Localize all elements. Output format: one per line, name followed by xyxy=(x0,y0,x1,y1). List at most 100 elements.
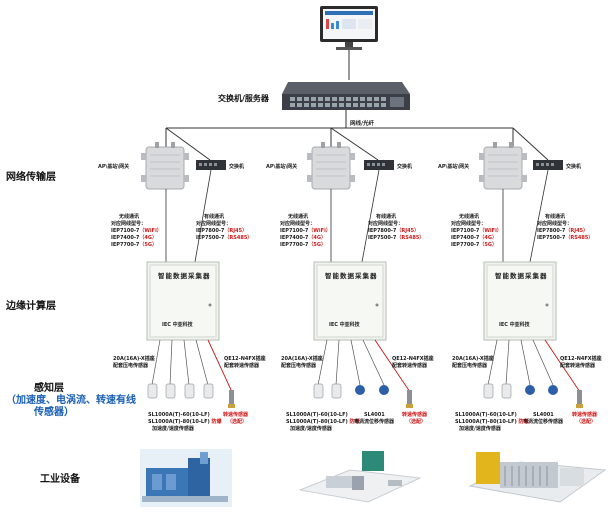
cable-left-label: 20A(16A)-X插座 配套压电传感器 xyxy=(452,356,494,370)
model: IEP7800-7 xyxy=(368,228,397,234)
collector-brand: IEC 中亚科技 xyxy=(162,322,193,328)
cable-left-label: 20A(16A)-X插座 配套压电传感器 xyxy=(281,356,323,370)
model: IEP7400-7 xyxy=(111,235,140,241)
collector-cabinet-icon xyxy=(483,261,557,341)
cable-left-line1: 20A(16A)-X插座 xyxy=(113,356,155,362)
wired-title: 有线通讯 xyxy=(545,214,566,220)
sensor-model-label: SL1000A(T)-60(10-LF) SL1000A(T)-80(10-LF… xyxy=(455,412,529,433)
sensor-type1: 防爆 xyxy=(211,419,222,425)
cable-left-line2: 配套压电传感器 xyxy=(281,363,317,369)
sensor-model1: SL1000A(T)-60(10-LF) xyxy=(286,412,348,418)
collector-cabinet-icon xyxy=(146,261,220,341)
model: IEP7800-7 xyxy=(196,228,225,234)
wireless-sub: 对应网线型号： xyxy=(280,221,316,227)
wireless-model-row: IEP7100-7（WiFi） xyxy=(111,228,162,235)
cable-right-line2: 配套转速传感器 xyxy=(392,363,428,369)
model: IEP7100-7 xyxy=(111,228,140,234)
model-tag: （RS485） xyxy=(396,235,425,241)
cable-left-line2: 配套压电传感器 xyxy=(113,363,149,369)
ap-gateway-icon xyxy=(307,142,355,190)
model-tag: （RJ45） xyxy=(396,228,420,234)
cable-right-line1: QE12-N4FX插座 xyxy=(560,356,602,362)
ap-label: AP\基站\网关 xyxy=(266,164,298,170)
ap-label: AP\基站\网关 xyxy=(438,164,470,170)
switch-label: 交换机 xyxy=(566,164,582,170)
ap-label: AP\基站\网关 xyxy=(98,164,130,170)
wireless-title: 无线通讯 xyxy=(288,214,309,220)
cable-right-line1: QE12-N4FX插座 xyxy=(224,356,266,362)
wired-model-row: IEP7800-7（RJ45） xyxy=(196,228,252,235)
wireless-block: 无线通讯 对应网线型号： IEP7100-7（WiFi） IEP7400-7（4… xyxy=(451,214,502,249)
wired-block: 有线通讯 对应网线型号： IEP7800-7（RJ45） IEP7500-7（R… xyxy=(368,214,424,242)
model: IEP7400-7 xyxy=(280,235,309,241)
wireless-model-row: IEP7100-7（WiFi） xyxy=(451,228,502,235)
wireless-block: 无线通讯 对应网线型号： IEP7100-7（WiFi） IEP7400-7（4… xyxy=(111,214,162,249)
cable-right-line2: 配套转速传感器 xyxy=(224,363,260,369)
wired-sub: 对应网线型号： xyxy=(196,221,232,227)
model-tag: （RJ45） xyxy=(224,228,248,234)
sensor-type2: 加速度/速度传感器 xyxy=(459,426,501,432)
model-tag: （WiFi） xyxy=(308,228,331,234)
layer-network: 网络传输层 xyxy=(6,172,56,183)
collector-brand: IEC 中亚科技 xyxy=(329,322,360,328)
extra-sensor-label: 转速传感器 （选配） xyxy=(402,412,427,426)
sensor-model1: SL1000A(T)-60(10-LF) xyxy=(455,412,517,418)
cable-left-line1: 20A(16A)-X插座 xyxy=(281,356,323,362)
wireless-model-row: IEP7400-7（4G） xyxy=(280,235,331,242)
core-switch-icon xyxy=(282,82,410,110)
collector-cabinet-icon xyxy=(313,261,387,341)
model-tag: （4G） xyxy=(139,235,158,241)
wired-title: 有线通讯 xyxy=(204,214,225,220)
sensor-type1: 防爆 xyxy=(518,419,529,425)
wired-model-row: IEP7800-7（RJ45） xyxy=(368,228,424,235)
eddy-current-sensor-icon xyxy=(355,385,389,395)
wireless-model-row: IEP7400-7（4G） xyxy=(111,235,162,242)
eddy-model: SL4001 xyxy=(364,412,385,418)
model-tag: （RS485） xyxy=(224,235,253,241)
sensor-type1: 防爆 xyxy=(349,419,360,425)
model-tag: （RJ45） xyxy=(565,228,589,234)
sensor-model2: SL1000A(T)-80(10-LF) xyxy=(455,419,517,425)
eddy-model: SL4001 xyxy=(533,412,554,418)
wireless-model-row: IEP7700-7（5G） xyxy=(451,242,502,249)
cable-right-line2: 配套转速传感器 xyxy=(560,363,596,369)
wireless-model-row: IEP7400-7（4G） xyxy=(451,235,502,242)
wired-block: 有线通讯 对应网线型号： IEP7800-7（RJ45） IEP7500-7（R… xyxy=(537,214,593,242)
switch-label: 交换机 xyxy=(397,164,413,170)
speed-sensor-icon xyxy=(406,390,413,408)
model-tag: （RS485） xyxy=(565,235,594,241)
access-switch-icon xyxy=(364,160,394,170)
wireless-title: 无线通讯 xyxy=(459,214,480,220)
cable-right-label: QE12-N4FX插座 配套转速传感器 xyxy=(560,356,602,370)
layer-sense-sub1: （加速度、电涡流、转速有线 xyxy=(6,395,136,406)
ap-gateway-icon xyxy=(141,142,189,190)
extra-sensor1: 转速传感器 xyxy=(572,412,598,418)
cable-left-line2: 配套压电传感器 xyxy=(452,363,488,369)
extra-sensor-label: 转速传感器 （选配） xyxy=(223,412,248,426)
extra-sensor1: 转速传感器 xyxy=(223,412,249,418)
switch-label: 交换机 xyxy=(229,164,245,170)
model: IEP7700-7 xyxy=(451,242,480,248)
model: IEP7400-7 xyxy=(451,235,480,241)
collector-brand: IEC 中亚科技 xyxy=(499,322,530,328)
cable-right-label: QE12-N4FX插座 配套转速传感器 xyxy=(224,356,266,370)
speed-sensor-icon xyxy=(576,390,583,408)
server-label: 交换机/服务器 xyxy=(218,94,269,103)
industrial-equipment-2-illustration xyxy=(298,451,422,503)
wireless-block: 无线通讯 对应网线型号： IEP7100-7（WiFi） IEP7400-7（4… xyxy=(280,214,331,249)
extra-sensor2: （选配） xyxy=(576,419,597,425)
accelerometer-sensor-icon xyxy=(313,383,342,399)
monitor-icon xyxy=(320,6,378,50)
accelerometer-sensor-icon xyxy=(483,383,512,399)
extra-sensor1: 转速传感器 xyxy=(402,412,428,418)
wired-model-row: IEP7500-7（RS485） xyxy=(196,235,252,242)
wireless-model-row: IEP7100-7（WiFi） xyxy=(280,228,331,235)
model: IEP7100-7 xyxy=(280,228,309,234)
extra-sensor-label: 转速传感器 （选配） xyxy=(572,412,597,426)
wireless-title: 无线通讯 xyxy=(119,214,140,220)
wired-model-row: IEP7500-7（RS485） xyxy=(368,235,424,242)
sensor-model1: SL1000A(T)-60(10-LF) xyxy=(148,412,210,418)
model-tag: （4G） xyxy=(308,235,327,241)
collector-title: 智能数据采集器 xyxy=(495,272,548,280)
